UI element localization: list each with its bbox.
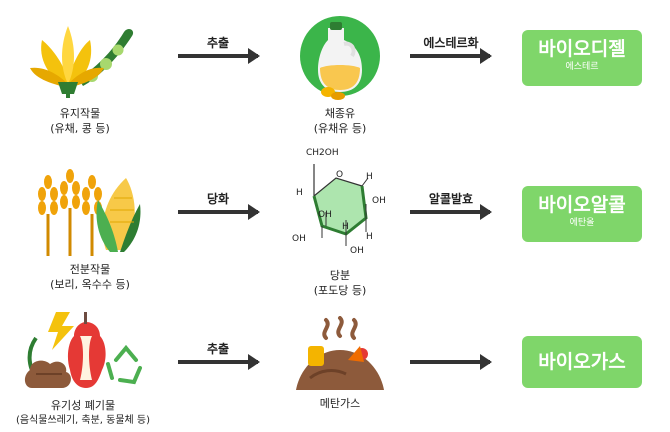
starch-crops-label: 전분작물 (보리, 옥수수 등) bbox=[30, 262, 150, 292]
arrow-1b bbox=[410, 48, 492, 64]
glucose-h-3: H bbox=[342, 222, 349, 232]
arrow-2a bbox=[178, 204, 260, 220]
vegetable-oil-icon bbox=[300, 16, 380, 100]
bioalcohol-title: 바이오알콜 bbox=[538, 194, 626, 216]
biogas-box: 바이오가스 bbox=[522, 336, 642, 388]
starch-crops-sub: (보리, 옥수수 등) bbox=[50, 278, 130, 291]
vegetable-oil-sub: (유채유 등) bbox=[313, 122, 367, 135]
methane-compost-icon bbox=[296, 316, 384, 390]
arrow-2b bbox=[410, 204, 492, 220]
glucose-oh-1: OH bbox=[318, 210, 332, 220]
glucose-h-4: H bbox=[366, 232, 373, 242]
methane-label: 메탄가스 bbox=[319, 397, 361, 410]
biogas-title: 바이오가스 bbox=[538, 351, 626, 373]
glucose-oh-3: OH bbox=[292, 234, 306, 244]
glucose-ch2oh: CH2OH bbox=[306, 148, 339, 158]
biodiesel-title: 바이오디젤 bbox=[538, 38, 626, 60]
oil-crops-label: 유지작물 (유채, 콩 등) bbox=[20, 106, 140, 136]
oil-crops-icon bbox=[30, 26, 134, 98]
extract-label-1: 추출 bbox=[206, 36, 230, 50]
biodiesel-sub: 에스테르 bbox=[565, 62, 599, 72]
bioalcohol-sub: 에탄올 bbox=[569, 218, 595, 228]
organic-waste-sub: (음식물쓰레기, 축분, 동물체 등) bbox=[15, 415, 151, 426]
arrow-1a bbox=[178, 48, 260, 64]
esterification-label: 에스테르화 bbox=[423, 36, 479, 50]
glucose-structure-icon bbox=[312, 164, 369, 246]
bioalcohol-box: 바이오알콜 에탄올 bbox=[522, 186, 642, 242]
oil-crops-title: 유지작물 bbox=[59, 107, 101, 120]
starch-crops-icon bbox=[38, 169, 141, 256]
organic-waste-label: 유기성 폐기물 (음식물쓰레기, 축분, 동물체 등) bbox=[8, 398, 158, 428]
arrow-3a bbox=[178, 354, 260, 370]
glucose-o: O bbox=[336, 170, 344, 180]
glucose-h-2: H bbox=[296, 188, 303, 198]
fermentation-label: 알콜발효 bbox=[428, 192, 474, 206]
vegetable-oil-label: 채종유 (유채유 등) bbox=[280, 106, 400, 136]
sugar-sub: (포도당 등) bbox=[313, 284, 367, 297]
oil-crops-sub: (유채, 콩 등) bbox=[50, 122, 110, 135]
glucose-oh-2: OH bbox=[372, 196, 386, 206]
extract-label-3: 추출 bbox=[206, 342, 230, 356]
saccharification-label: 당화 bbox=[206, 192, 230, 206]
starch-crops-title: 전분작물 bbox=[69, 263, 111, 276]
arrow-3b bbox=[410, 354, 492, 370]
sugar-title: 당분 bbox=[329, 269, 351, 282]
vegetable-oil-title: 채종유 bbox=[324, 107, 356, 120]
organic-waste-icon bbox=[24, 312, 142, 388]
biodiesel-box: 바이오디젤 에스테르 bbox=[522, 30, 642, 86]
glucose-h-1: H bbox=[366, 172, 373, 182]
sugar-label: 당분 (포도당 등) bbox=[280, 268, 400, 298]
organic-waste-title: 유기성 폐기물 bbox=[50, 399, 116, 412]
glucose-oh-4: OH bbox=[350, 246, 364, 256]
